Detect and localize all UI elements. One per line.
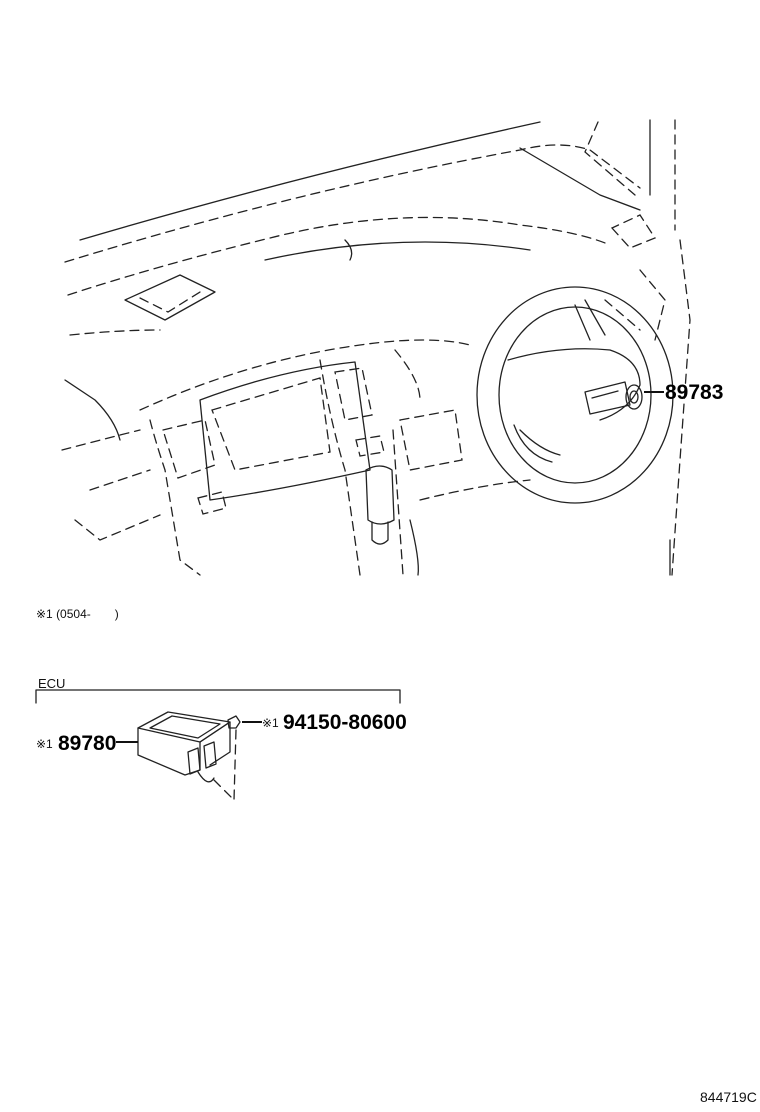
- part-number-94150-80600[interactable]: 94150-80600: [283, 711, 407, 734]
- nut-part-mark: ※1: [262, 716, 279, 730]
- ecu-part-mark: ※1: [36, 737, 53, 751]
- part-number-89780[interactable]: 89780: [58, 732, 116, 755]
- ecu-unit-illustration: [137, 711, 241, 801]
- production-date-note: ※1 (0504- ): [36, 607, 119, 621]
- part-number-89783[interactable]: 89783: [665, 381, 723, 404]
- ecu-section-bracket: [35, 689, 401, 704]
- figure-number: 844719C: [700, 1089, 757, 1105]
- dashboard-illustration: [61, 119, 691, 576]
- ecu-section-label: ECU: [38, 676, 65, 691]
